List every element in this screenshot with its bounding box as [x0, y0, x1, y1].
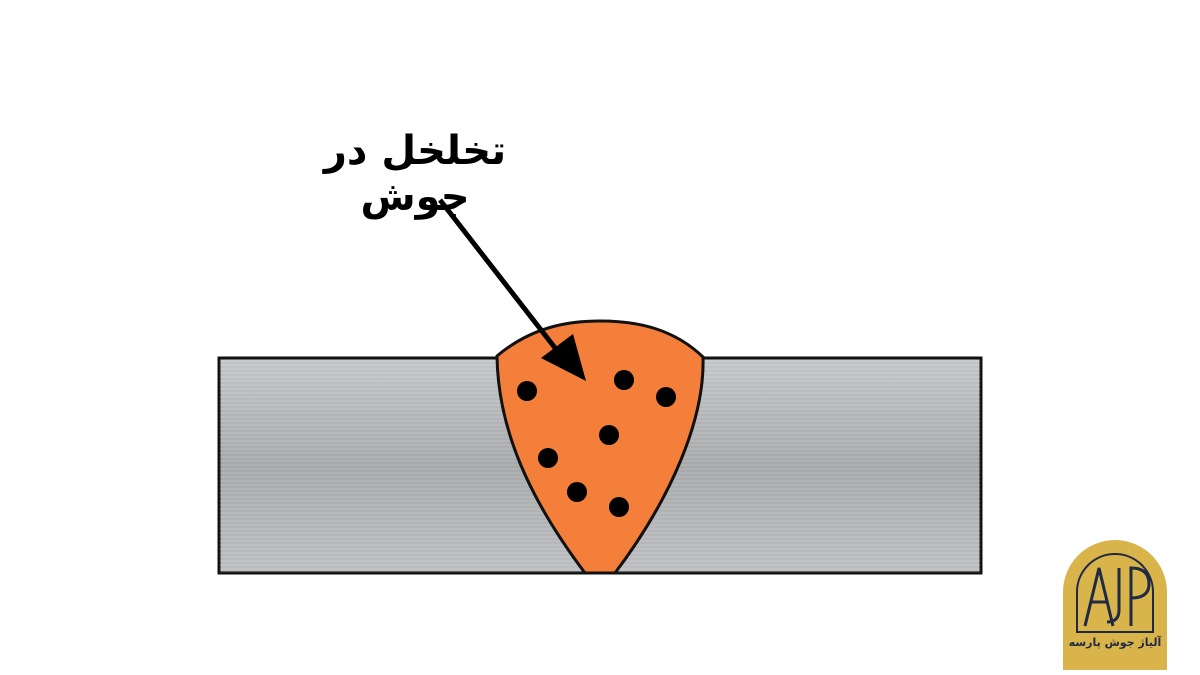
logo-monogram [1083, 566, 1151, 627]
pores [517, 370, 676, 517]
logo-caption: آلیاژ جوش پارسه [1068, 636, 1162, 649]
pore [517, 381, 537, 401]
pore [614, 370, 634, 390]
pointer-arrow [438, 198, 586, 381]
pore [599, 425, 619, 445]
pore [567, 482, 587, 502]
company-logo [1063, 540, 1167, 670]
pore [609, 497, 629, 517]
pore [656, 387, 676, 407]
pore [538, 448, 558, 468]
porosity-label: تخلخل در جوش [323, 128, 507, 220]
weld-bead [495, 319, 705, 575]
